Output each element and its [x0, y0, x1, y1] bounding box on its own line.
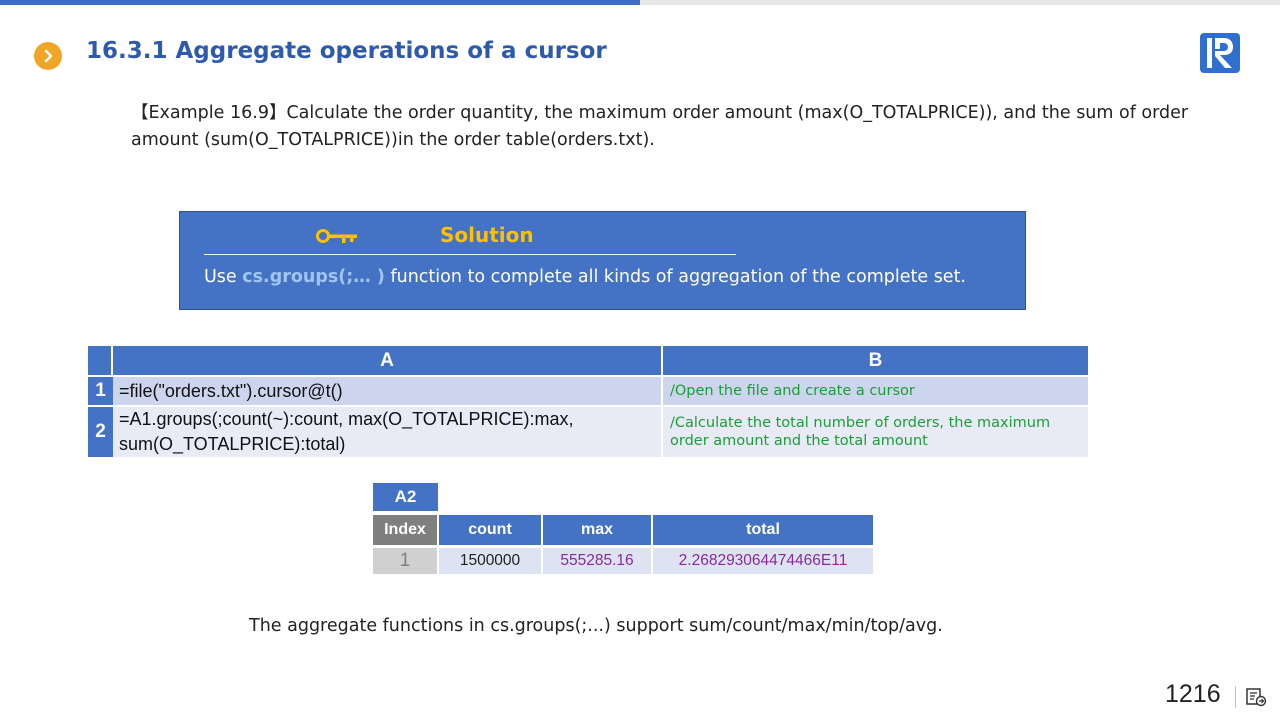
- result-header-index: Index: [373, 515, 439, 545]
- grid-column-header-b[interactable]: B: [663, 346, 1088, 375]
- solution-text: Use cs.groups(;… ) function to complete …: [204, 267, 966, 287]
- result-header-total: total: [653, 515, 873, 545]
- slide-navigation-icon[interactable]: [1245, 687, 1267, 707]
- progress-fill: [0, 0, 640, 5]
- result-table: Index count max total 1 1500000 555285.1…: [373, 515, 873, 574]
- solution-box: Solution Use cs.groups(;… ) function to …: [179, 211, 1026, 310]
- key-icon: [316, 229, 357, 243]
- solution-divider: [204, 254, 736, 255]
- grid-column-header-a[interactable]: A: [113, 346, 663, 375]
- result-count: 1500000: [439, 545, 543, 574]
- grid-cell-a1[interactable]: =file("orders.txt").cursor@t(): [113, 375, 663, 405]
- result-index: 1: [373, 545, 439, 574]
- page-title: 16.3.1 Aggregate operations of a cursor: [86, 38, 607, 64]
- grid-cell-a2[interactable]: =A1.groups(;count(~):count, max(O_TOTALP…: [113, 405, 663, 457]
- result-header-count: count: [439, 515, 543, 545]
- solution-title: Solution: [440, 223, 534, 247]
- page-number: 1216: [1165, 680, 1221, 708]
- result-cell-label: A2: [373, 483, 438, 511]
- result-total: 2.268293064474466E11: [653, 545, 873, 574]
- solution-text-suffix: function to complete all kinds of aggreg…: [384, 267, 966, 287]
- grid-row: 1 =file("orders.txt").cursor@t() /Open t…: [88, 375, 1088, 405]
- grid-row: 2 =A1.groups(;count(~):count, max(O_TOTA…: [88, 405, 1088, 457]
- table-row: 1 1500000 555285.16 2.268293064474466E11: [373, 545, 873, 574]
- solution-function-highlight: cs.groups(;… ): [242, 267, 385, 287]
- solution-text-prefix: Use: [204, 267, 243, 287]
- footer-note: The aggregate functions in cs.groups(;..…: [249, 616, 943, 636]
- grid-row-number[interactable]: 1: [88, 375, 113, 405]
- grid-row-number[interactable]: 2: [88, 405, 113, 457]
- code-grid: A B 1 =file("orders.txt").cursor@t() /Op…: [88, 346, 1088, 457]
- grid-cell-b2[interactable]: /Calculate the total number of orders, t…: [663, 405, 1088, 457]
- page-separator: [1235, 686, 1236, 708]
- raqsoft-logo: [1199, 32, 1241, 74]
- example-description: 【Example 16.9】Calculate the order quanti…: [131, 103, 1189, 150]
- progress-track: [0, 0, 1280, 5]
- result-max: 555285.16: [543, 545, 653, 574]
- grid-corner: [88, 346, 113, 375]
- result-header-max: max: [543, 515, 653, 545]
- chevron-right-icon: [34, 42, 62, 70]
- grid-cell-b1[interactable]: /Open the file and create a cursor: [663, 375, 1088, 405]
